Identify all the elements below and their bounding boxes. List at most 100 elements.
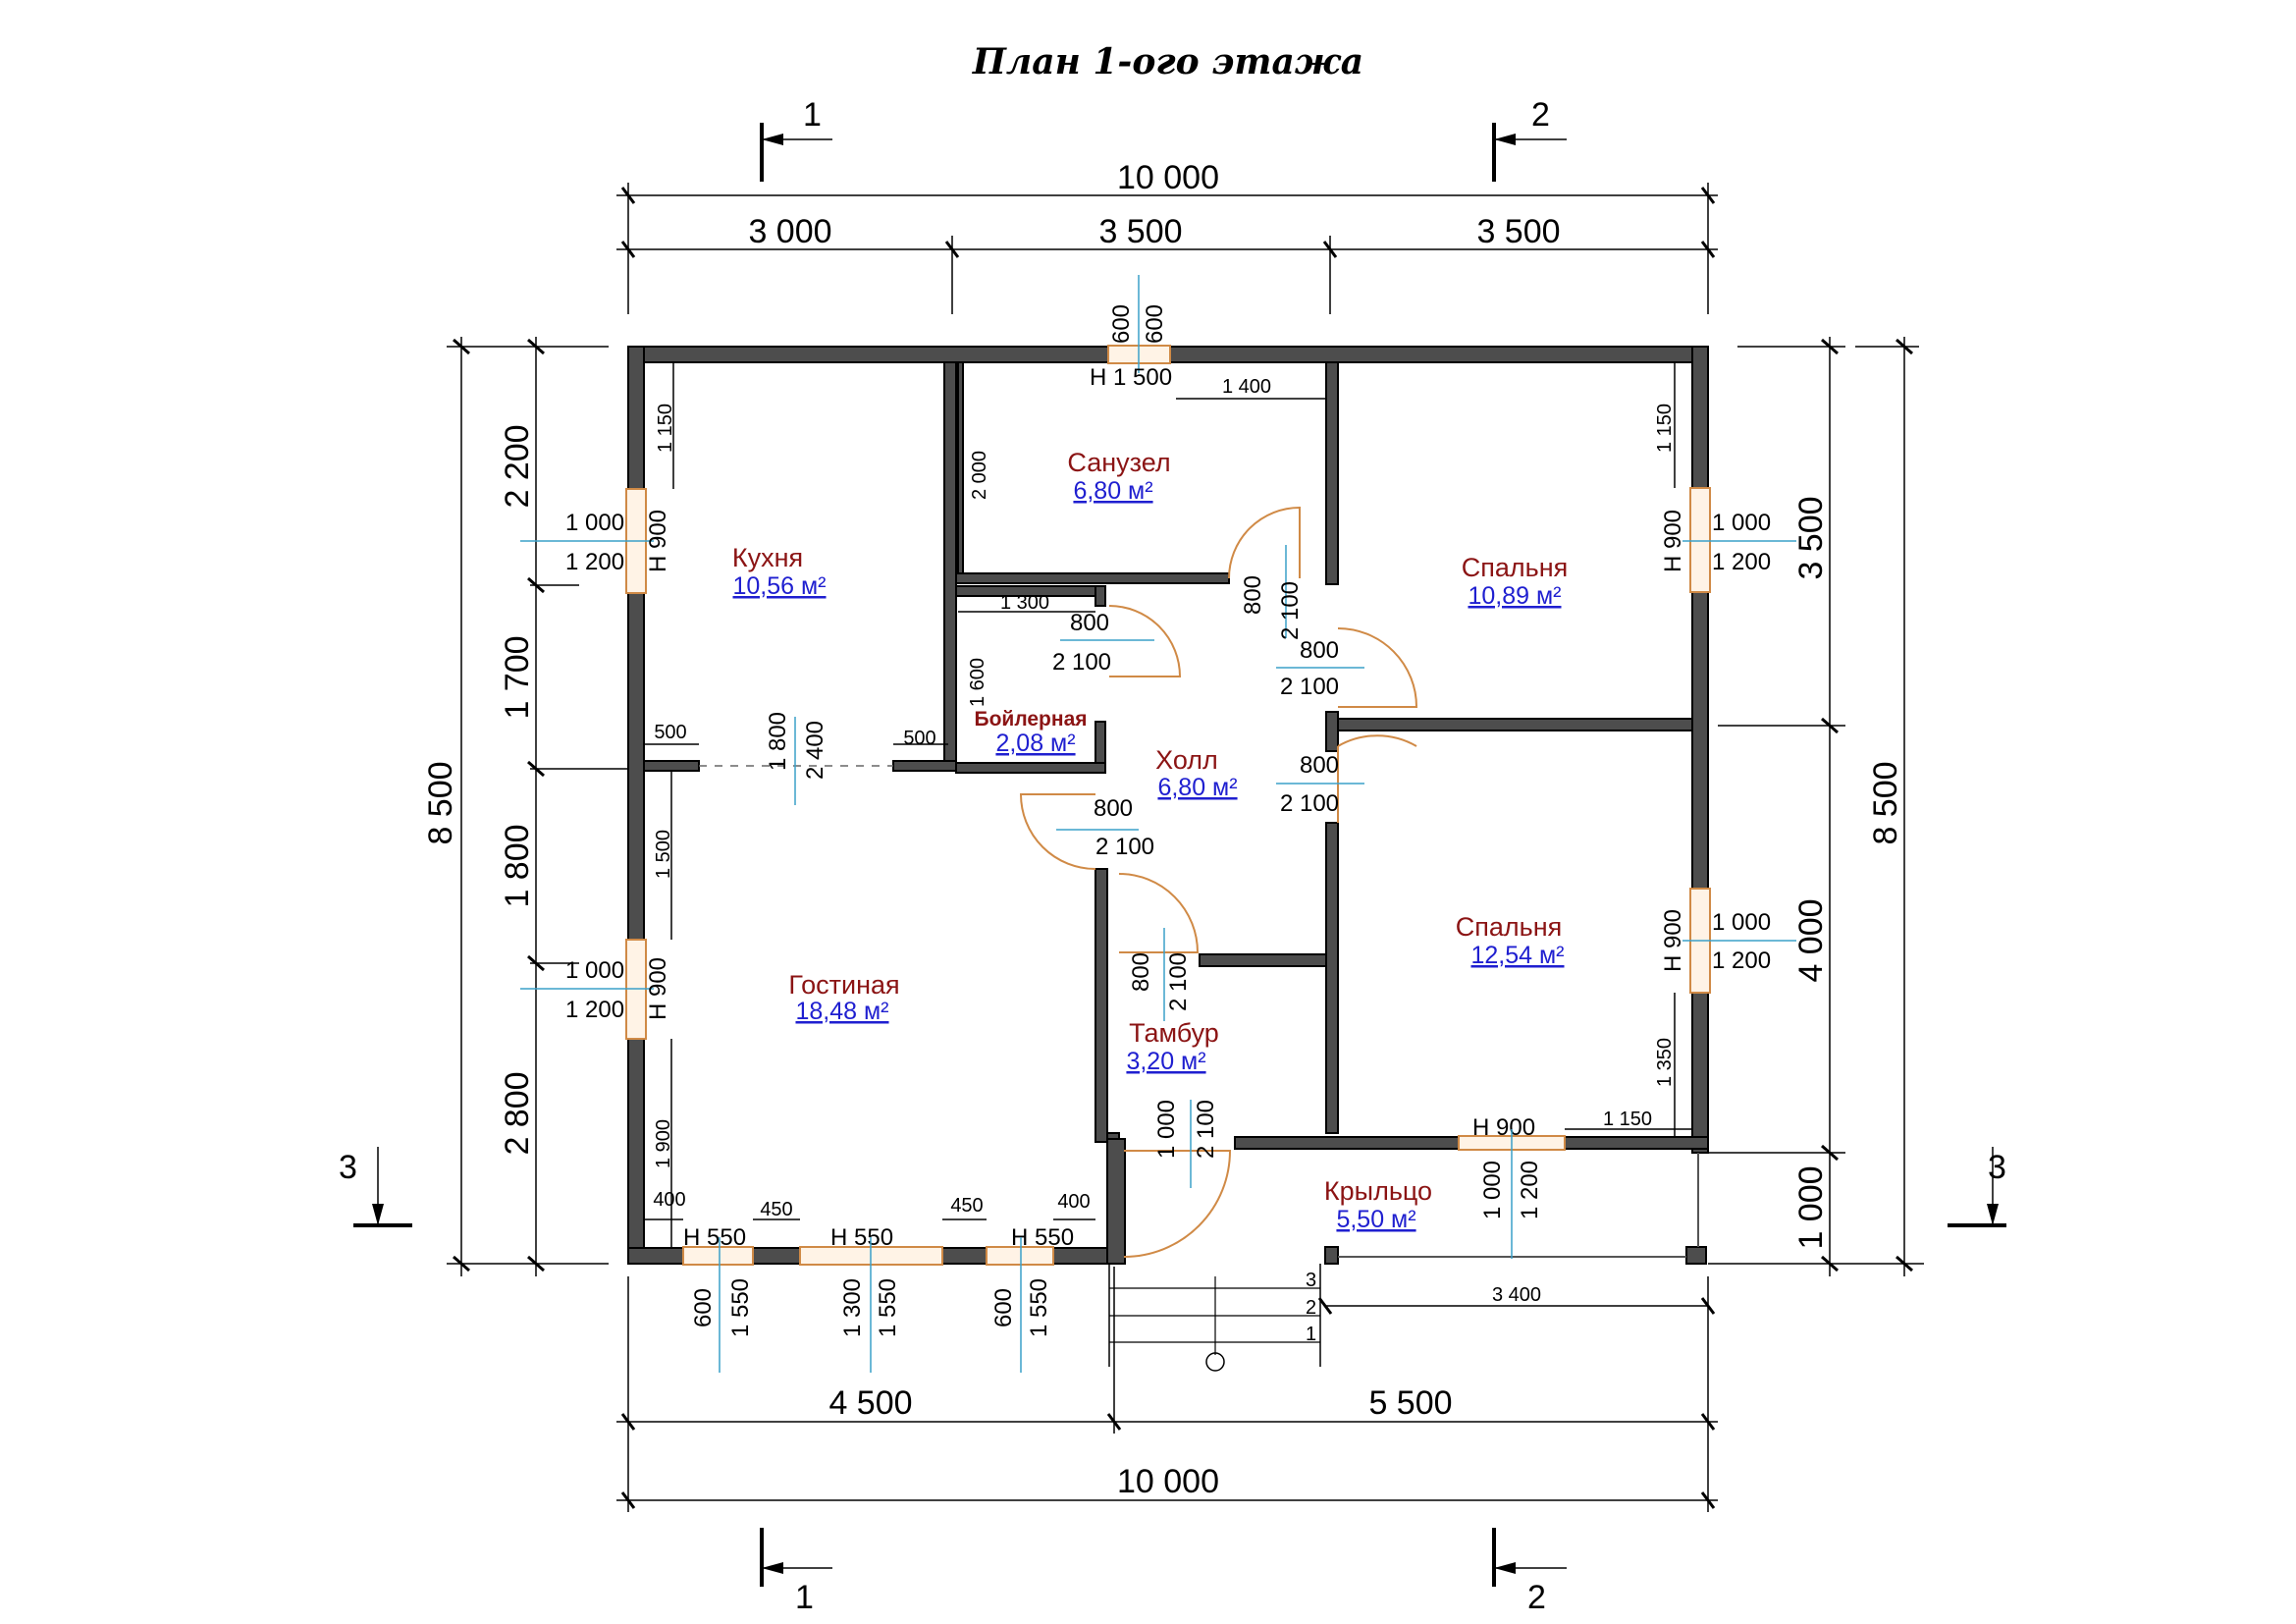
- dim-porch-length: 3 400: [1492, 1284, 1541, 1306]
- svg-text:2 100: 2 100: [1165, 952, 1192, 1011]
- svg-text:1 150: 1 150: [1603, 1109, 1652, 1130]
- dim-bottom-seg1: 4 500: [828, 1384, 912, 1422]
- section-marker-2-top: 2: [1492, 96, 1567, 182]
- room-name-porch: Крыльцо: [1324, 1176, 1432, 1206]
- svg-text:600: 600: [990, 1288, 1017, 1327]
- bottom-dimension-chain: 4 500 5 500 10 000: [616, 1267, 1718, 1512]
- dim-right-seg3: 1 000: [1792, 1165, 1830, 1249]
- svg-text:Н 900: Н 900: [1472, 1114, 1535, 1141]
- svg-text:2 100: 2 100: [1280, 790, 1339, 817]
- door-bathroom: [1228, 506, 1301, 579]
- door-boiler: [1108, 605, 1182, 677]
- section-marker-3-left: 3: [339, 1147, 412, 1227]
- svg-text:1 350: 1 350: [1654, 1038, 1676, 1087]
- svg-text:1 200: 1 200: [1712, 947, 1771, 974]
- window-living-bottom-1: [682, 1246, 754, 1266]
- room-name-living: Гостиная: [788, 970, 899, 1000]
- svg-text:1: 1: [803, 96, 822, 134]
- svg-text:1 000: 1 000: [1153, 1100, 1180, 1159]
- room-area-bedroom-1: 10,89 м²: [1468, 582, 1561, 610]
- svg-text:600: 600: [1108, 304, 1135, 344]
- svg-text:2 100: 2 100: [1052, 649, 1111, 676]
- plan-title: План 1-ого этажа: [972, 41, 1363, 82]
- dim-left-seg3: 1 800: [499, 824, 536, 907]
- svg-text:1 200: 1 200: [1517, 1161, 1543, 1219]
- svg-text:800: 800: [1300, 637, 1339, 664]
- svg-text:2 100: 2 100: [1277, 581, 1304, 640]
- svg-text:1 150: 1 150: [655, 404, 676, 453]
- room-name-tambour: Тамбур: [1129, 1018, 1219, 1048]
- svg-text:2: 2: [1527, 1579, 1546, 1616]
- section-marker-1-bottom: 1: [760, 1528, 832, 1616]
- svg-text:500: 500: [903, 728, 935, 749]
- svg-text:Н 550: Н 550: [830, 1224, 893, 1251]
- svg-text:1 000: 1 000: [1712, 909, 1771, 936]
- svg-text:3: 3: [339, 1149, 357, 1186]
- svg-text:2 400: 2 400: [802, 721, 828, 780]
- svg-text:3: 3: [1988, 1149, 2006, 1186]
- svg-text:1 900: 1 900: [653, 1119, 674, 1168]
- room-name-kitchen: Кухня: [732, 543, 803, 572]
- dim-top-seg3: 3 500: [1476, 213, 1560, 250]
- room-area-porch: 5,50 м²: [1336, 1206, 1415, 1233]
- svg-text:1 550: 1 550: [1026, 1278, 1052, 1337]
- svg-text:450: 450: [950, 1195, 983, 1217]
- svg-text:1 800: 1 800: [765, 712, 791, 771]
- svg-text:Н 900: Н 900: [645, 957, 671, 1020]
- svg-text:Н 900: Н 900: [645, 510, 671, 572]
- svg-text:600: 600: [690, 1288, 717, 1327]
- svg-text:400: 400: [1057, 1191, 1090, 1213]
- svg-text:2: 2: [1531, 96, 1550, 134]
- svg-text:1 200: 1 200: [565, 549, 624, 575]
- door-bedroom-2: [1337, 734, 1417, 823]
- dim-top-seg1: 3 000: [748, 213, 831, 250]
- room-area-kitchen: 10,56 м²: [732, 572, 826, 600]
- top-dimension-chain: 10 000 3 000 3 500 3 500: [616, 159, 1718, 314]
- svg-text:500: 500: [654, 722, 686, 743]
- door-tambour: [1118, 873, 1200, 953]
- svg-text:800: 800: [1128, 952, 1154, 992]
- svg-text:2: 2: [1306, 1297, 1316, 1319]
- room-area-hall: 6,80 м²: [1157, 774, 1237, 801]
- svg-text:2 100: 2 100: [1193, 1100, 1219, 1159]
- svg-text:1 600: 1 600: [967, 658, 988, 707]
- dim-overall-width-bottom: 10 000: [1117, 1463, 1219, 1500]
- svg-text:Н 1 500: Н 1 500: [1090, 364, 1172, 391]
- room-area-boiler: 2,08 м²: [995, 730, 1075, 757]
- svg-text:450: 450: [760, 1199, 792, 1220]
- dim-overall-width-top: 10 000: [1117, 159, 1219, 196]
- left-dimension-chain: 8 500 2 200 1 700 1 800 2 800: [422, 337, 628, 1276]
- dim-left-seg1: 2 200: [499, 424, 536, 508]
- svg-text:800: 800: [1300, 752, 1339, 779]
- svg-text:1 300: 1 300: [839, 1278, 866, 1337]
- svg-text:1 000: 1 000: [565, 510, 624, 536]
- window-bedroom-1: [1689, 487, 1711, 593]
- dim-left-seg4: 2 800: [499, 1071, 536, 1155]
- svg-text:1 550: 1 550: [875, 1278, 901, 1337]
- svg-text:1 200: 1 200: [1712, 549, 1771, 575]
- room-name-bathroom: Санузел: [1067, 448, 1170, 477]
- section-marker-2-bottom: 2: [1492, 1528, 1567, 1616]
- svg-text:1: 1: [1306, 1324, 1316, 1345]
- svg-text:800: 800: [1070, 610, 1109, 636]
- room-name-hall: Холл: [1155, 745, 1218, 775]
- room-area-bedroom-2: 12,54 м²: [1470, 942, 1564, 969]
- doors: [1019, 506, 1418, 1258]
- porch-stairs: 3 2 1 3 400: [1108, 1264, 1716, 1372]
- svg-text:Н 550: Н 550: [683, 1224, 746, 1251]
- section-marker-3-right: 3: [1948, 1147, 2006, 1227]
- svg-text:2 100: 2 100: [1280, 674, 1339, 700]
- svg-text:2 100: 2 100: [1095, 834, 1154, 860]
- dim-overall-height-left: 8 500: [422, 761, 459, 844]
- room-area-living: 18,48 м²: [795, 998, 888, 1025]
- svg-text:1 550: 1 550: [727, 1278, 754, 1337]
- svg-text:1 400: 1 400: [1222, 376, 1271, 398]
- svg-text:1 500: 1 500: [653, 830, 674, 879]
- dim-overall-height-right: 8 500: [1867, 761, 1904, 844]
- svg-text:Н 900: Н 900: [1660, 909, 1686, 972]
- svg-text:1 200: 1 200: [565, 997, 624, 1023]
- svg-text:1 000: 1 000: [1712, 510, 1771, 536]
- door-bedroom-1: [1337, 627, 1418, 708]
- room-area-bathroom: 6,80 м²: [1073, 477, 1152, 505]
